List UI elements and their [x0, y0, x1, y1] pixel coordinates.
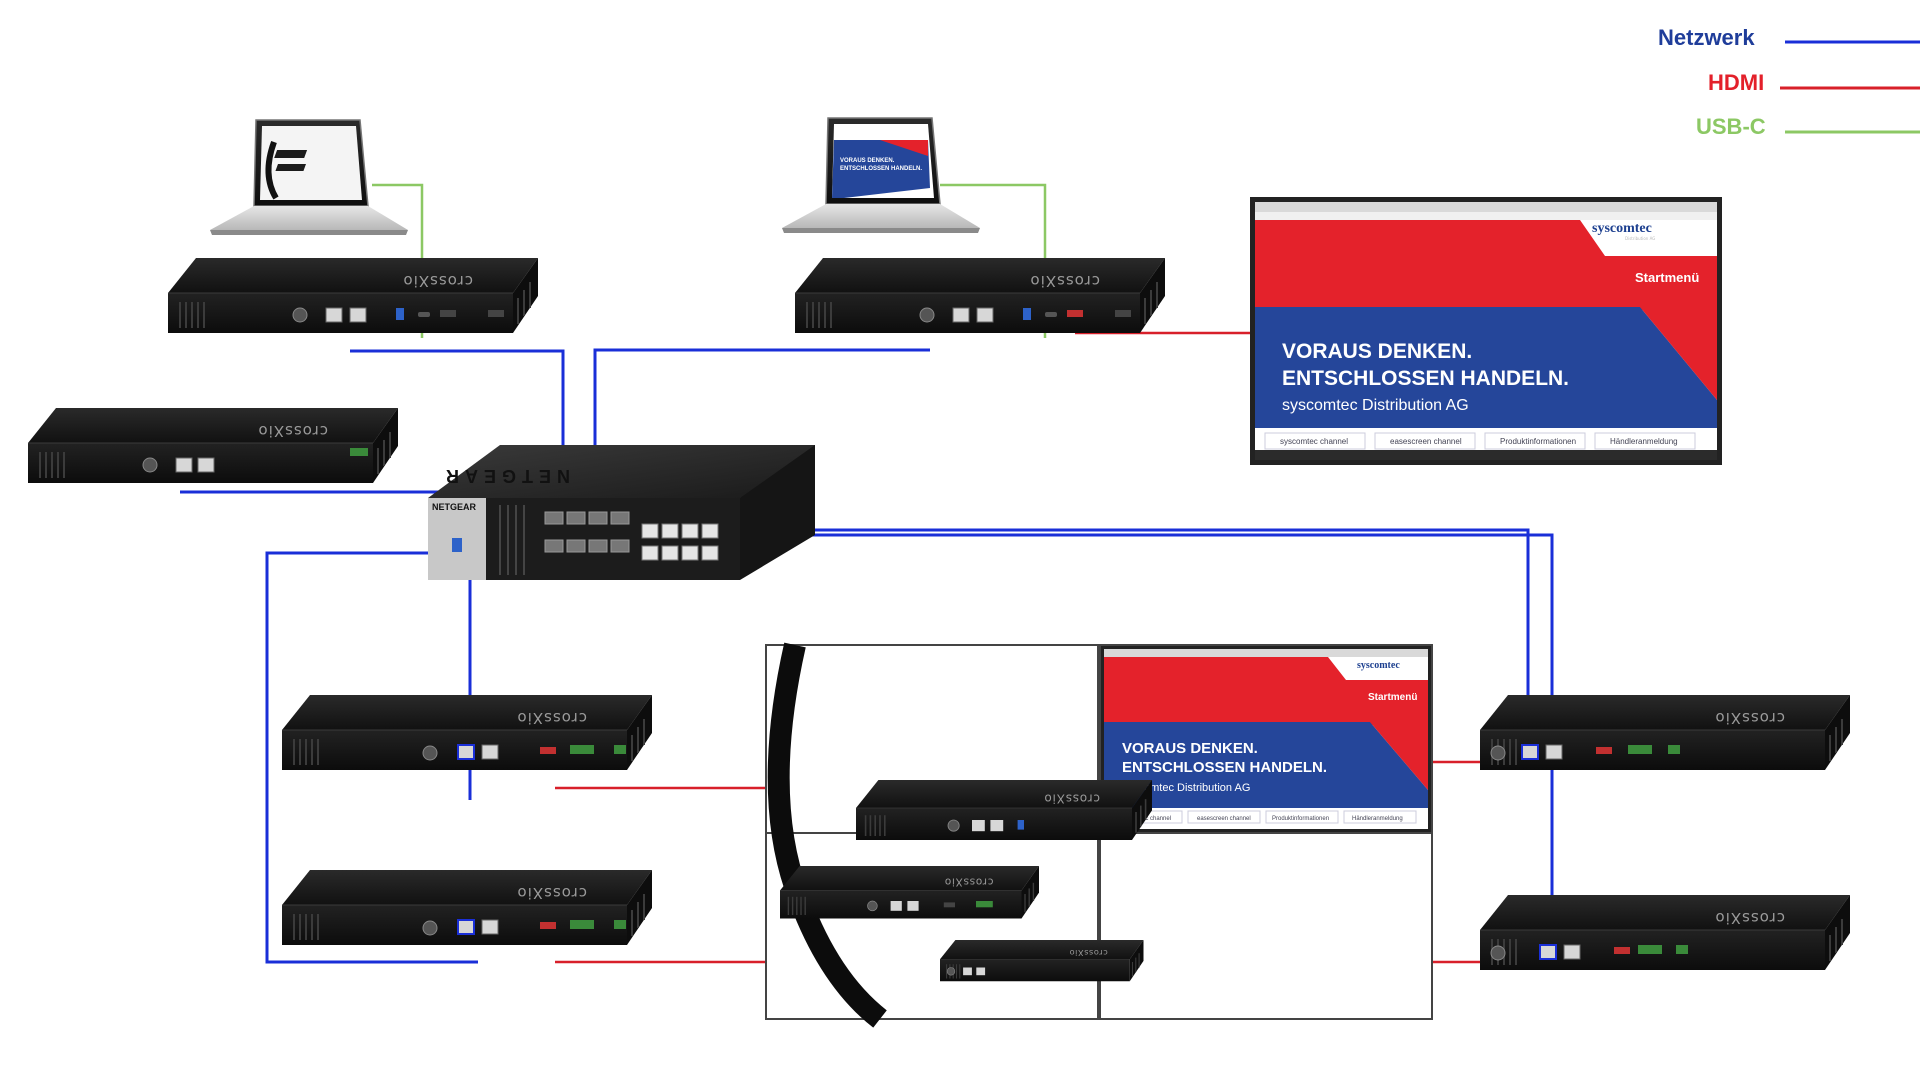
laptop-right-headline-2: ENTSCHLOSSEN HANDELN. [840, 166, 922, 172]
lan-port-1 [1539, 944, 1557, 960]
device-8-brand: crossXio [1714, 909, 1785, 927]
network-link-6 [640, 528, 1530, 752]
lan-port-1 [457, 919, 475, 935]
crossxio-device-5: crossXio [281, 694, 653, 771]
hdmi-port [540, 922, 556, 929]
netgear-switch: NETGEAR NETGEAR [428, 445, 815, 580]
wall-device-3: crossXio [939, 939, 1145, 982]
lan-port-1 [952, 307, 970, 323]
wall-button-2: easescreen channel [1197, 816, 1251, 822]
wall-display: syscomtec Distribution AG Startmenü VORA… [1250, 197, 1722, 465]
display-button-4: Händleranmeldung [1610, 437, 1678, 446]
crossxio-device-3: crossXio [794, 257, 1166, 334]
hdmi-port [1614, 947, 1630, 954]
switch-top-brand: NETGEAR [440, 466, 570, 486]
hdmi-port [1067, 310, 1083, 317]
device-2-brand: crossXio [257, 422, 328, 440]
usb-port [1023, 308, 1031, 320]
crossxio-device-1: crossXio [167, 257, 539, 334]
terminal-block-2 [1668, 745, 1680, 754]
wall-headline-2: ENTSCHLOSSEN HANDELN. [1122, 759, 1327, 776]
hdmi-port [440, 310, 456, 317]
laptop-left [210, 119, 408, 235]
wall-device-3-brand: crossXio [1069, 948, 1108, 958]
wall-button-4: Händleranmeldung [1352, 816, 1403, 822]
usbc-port [1045, 312, 1057, 317]
display-headline-2: ENTSCHLOSSEN HANDELN. [1282, 367, 1569, 390]
legend: Netzwerk HDMI USB-C [1658, 25, 1920, 139]
hdmi-port [1596, 747, 1612, 754]
laptop-right-headline-1: VORAUS DENKEN. [840, 158, 895, 164]
usb-port [396, 308, 404, 320]
wall-device-1: crossXio [855, 779, 1153, 841]
lan-port-1 [175, 457, 193, 473]
terminal-block [570, 920, 594, 929]
wall-device-2-brand: crossXio [944, 876, 993, 888]
legend-hdmi-label: HDMI [1708, 70, 1764, 95]
rj45-ports [641, 523, 719, 561]
device-3-brand: crossXio [1029, 272, 1100, 290]
hdmi-port-2 [1115, 310, 1131, 317]
device-6-brand: crossXio [516, 884, 587, 902]
lan-port-2 [976, 307, 994, 323]
switch-front-brand: NETGEAR [432, 502, 477, 512]
hdmi-port [540, 747, 556, 754]
device-1-brand: crossXio [402, 272, 473, 290]
lan-port-2 [1563, 944, 1581, 960]
terminal-block [1628, 745, 1652, 754]
display-logo-sub: Distribution AG [1625, 236, 1655, 241]
lan-port-1 [325, 307, 343, 323]
display-company: syscomtec Distribution AG [1282, 397, 1469, 414]
display-button-1: syscomtec channel [1280, 437, 1348, 446]
terminal-block [350, 448, 368, 456]
network-cables [180, 348, 1554, 964]
laptop-right: VORAUS DENKEN. ENTSCHLOSSEN HANDELN. [782, 117, 980, 233]
terminal-block-2 [614, 745, 626, 754]
lan-port-2 [197, 457, 215, 473]
crossxio-device-8: crossXio [1479, 894, 1851, 971]
wall-headline-1: VORAUS DENKEN. [1122, 740, 1258, 757]
usbc-port [418, 312, 430, 317]
lan-port-2 [349, 307, 367, 323]
terminal-block-2 [614, 920, 626, 929]
crossxio-device-6: crossXio [281, 869, 653, 946]
device-5-brand: crossXio [516, 709, 587, 727]
device-7-brand: crossXio [1714, 709, 1785, 727]
lan-port-1 [457, 744, 475, 760]
terminal-block-2 [1676, 945, 1688, 954]
wall-company: syscomtec Distribution AG [1122, 782, 1250, 794]
display-button-3: Produktinformationen [1500, 437, 1576, 446]
display-buttons: syscomtec channel easescreen channel Pro… [1264, 432, 1696, 450]
display-logo: syscomtec [1592, 221, 1652, 236]
wall-device-1-brand: crossXio [1044, 791, 1100, 805]
video-wall: syscomtec Startmenü VORAUS DENKEN. ENTSC… [765, 642, 1433, 1028]
wall-menu: Startmenü [1368, 692, 1417, 703]
network-link-7 [760, 533, 1554, 935]
terminal-block [570, 745, 594, 754]
display-headline-1: VORAUS DENKEN. [1282, 340, 1472, 363]
legend-usbc-label: USB-C [1696, 114, 1766, 139]
legend-network-label: Netzwerk [1658, 25, 1755, 50]
lan-port-1 [1521, 744, 1539, 760]
lan-port-2 [1545, 744, 1563, 760]
lan-port-2 [481, 744, 499, 760]
network-link-5 [265, 551, 580, 964]
wall-device-2: crossXio [779, 865, 1040, 920]
wall-logo: syscomtec [1357, 660, 1400, 671]
hdmi-port-2 [488, 310, 504, 317]
crossxio-device-7: crossXio [1479, 694, 1851, 771]
display-menu: Startmenü [1635, 270, 1699, 285]
terminal-block [1638, 945, 1662, 954]
sfp-ports [544, 511, 630, 553]
lan-port-2 [481, 919, 499, 935]
crossxio-device-2: crossXio [27, 407, 399, 484]
display-button-2: easescreen channel [1390, 437, 1462, 446]
wall-button-3: Produktinformationen [1272, 816, 1329, 822]
